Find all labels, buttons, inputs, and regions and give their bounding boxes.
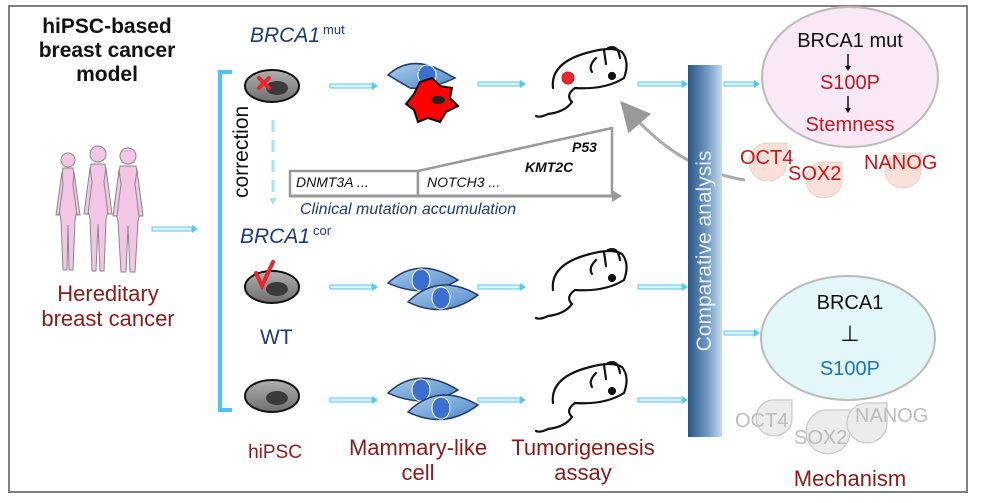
arrow-row1-b [477, 80, 526, 88]
correction-label: correction [230, 105, 253, 198]
inhibit-icon: ⊥ [840, 321, 860, 346]
mouse-icon-row2 [534, 248, 628, 320]
hipsc-cell-wt [244, 379, 300, 413]
title-line-2: breast cancer [38, 39, 176, 62]
factor-oct4-wt: OCT4 [735, 410, 789, 432]
down-arrow-2 [845, 96, 851, 113]
arrow-row3-b [477, 396, 526, 404]
factor-sox2-wt: SOX2 [794, 427, 848, 449]
mutation-accumulation-diagram [288, 126, 622, 202]
mammary-cell-tumor [386, 62, 460, 124]
mutation-gene-p53: P53 [572, 139, 597, 155]
tumor-icon [561, 71, 575, 85]
comparative-analysis-bar: Comparative analysis [688, 65, 722, 437]
mouse-icon-row3 [534, 361, 628, 433]
stage-label-hipsc: hiPSC [248, 442, 302, 463]
arrow-to-mech-mut [723, 80, 760, 88]
correction-arrow [269, 120, 277, 205]
mech-mut-s100p: S100P [819, 72, 881, 94]
mutation-gene-notch3: NOTCH3 ... [427, 174, 501, 190]
hipsc-cell-cor [244, 260, 300, 304]
arrow-row1-a [329, 82, 378, 90]
stage-label-mammary-line-2: cell [401, 460, 435, 485]
arrow-row2-b [477, 283, 526, 291]
stage-label-mechanism: Mechanism [793, 466, 907, 491]
arrow-to-mech-wt [723, 329, 760, 337]
factor-nanog-wt: NANOG [855, 405, 929, 427]
stemness-factor-drops-mut [748, 142, 922, 199]
factor-nanog-mut: NANOG [864, 152, 938, 174]
mech-mut-brca1: BRCA1 mut [797, 30, 903, 52]
mutation-gene-dnmt3a: DNMT3A ... [296, 174, 369, 190]
source-label: Hereditary breast cancer [8, 281, 208, 331]
mech-mut-stemness: Stemness [805, 114, 895, 136]
stage-label-tumorigenesis-line-1: Tumorigenesis [511, 435, 655, 460]
factor-oct4-mut: OCT4 [740, 147, 794, 169]
stemness-factor-drops-wt [755, 399, 888, 455]
stage-label-mammary-line-1: Mammary-like [348, 435, 488, 460]
title-line-1: hiPSC-based [42, 15, 172, 38]
source-label-line-2: breast cancer [41, 306, 175, 331]
feedback-arrow [620, 100, 746, 182]
mammary-cells-normal-cor [386, 267, 480, 311]
genotype-label-wt: WT [260, 326, 293, 349]
down-arrow-1 [845, 54, 851, 71]
red-check-icon [254, 260, 275, 291]
arrow-row2-c [637, 283, 688, 291]
title-line-3: model [76, 63, 138, 86]
arrow-row1-c [637, 80, 688, 88]
mechanism-wt-ellipse [760, 275, 936, 401]
stage-label-tumorigenesis-line-2: assay [554, 460, 612, 485]
stage-label-tumorigenesis: Tumorigenesis assay [508, 435, 658, 485]
stage-label-mammary: Mammary-like cell [338, 435, 498, 485]
mutation-gene-kmt2c: KMT2C [525, 159, 574, 175]
mech-wt-brca1: BRCA1 [816, 292, 884, 314]
arrow-row3-a [329, 396, 378, 404]
factor-sox2-mut: SOX2 [788, 163, 842, 185]
arrow-row3-c [637, 396, 688, 404]
mammary-cells-normal-wt [386, 377, 480, 421]
mouse-icon-row1 [534, 46, 628, 118]
comparative-analysis-label: Comparative analysis [693, 150, 716, 352]
red-x-icon [257, 76, 271, 90]
mech-wt-s100p: S100P [819, 358, 881, 380]
mechanism-mut-ellipse [761, 6, 939, 148]
source-label-line-1: Hereditary [57, 281, 159, 306]
women-silhouettes-icon [55, 145, 144, 273]
mutation-accumulation-caption: Clinical mutation accumulation [300, 201, 517, 218]
hipsc-cell-mut [244, 69, 300, 103]
arrow-source-to-hipsc [151, 225, 198, 233]
figure-title: hiPSC-based breast cancer model [22, 15, 192, 87]
hipsc-bracket [218, 70, 232, 412]
arrow-row2-a [329, 283, 378, 291]
